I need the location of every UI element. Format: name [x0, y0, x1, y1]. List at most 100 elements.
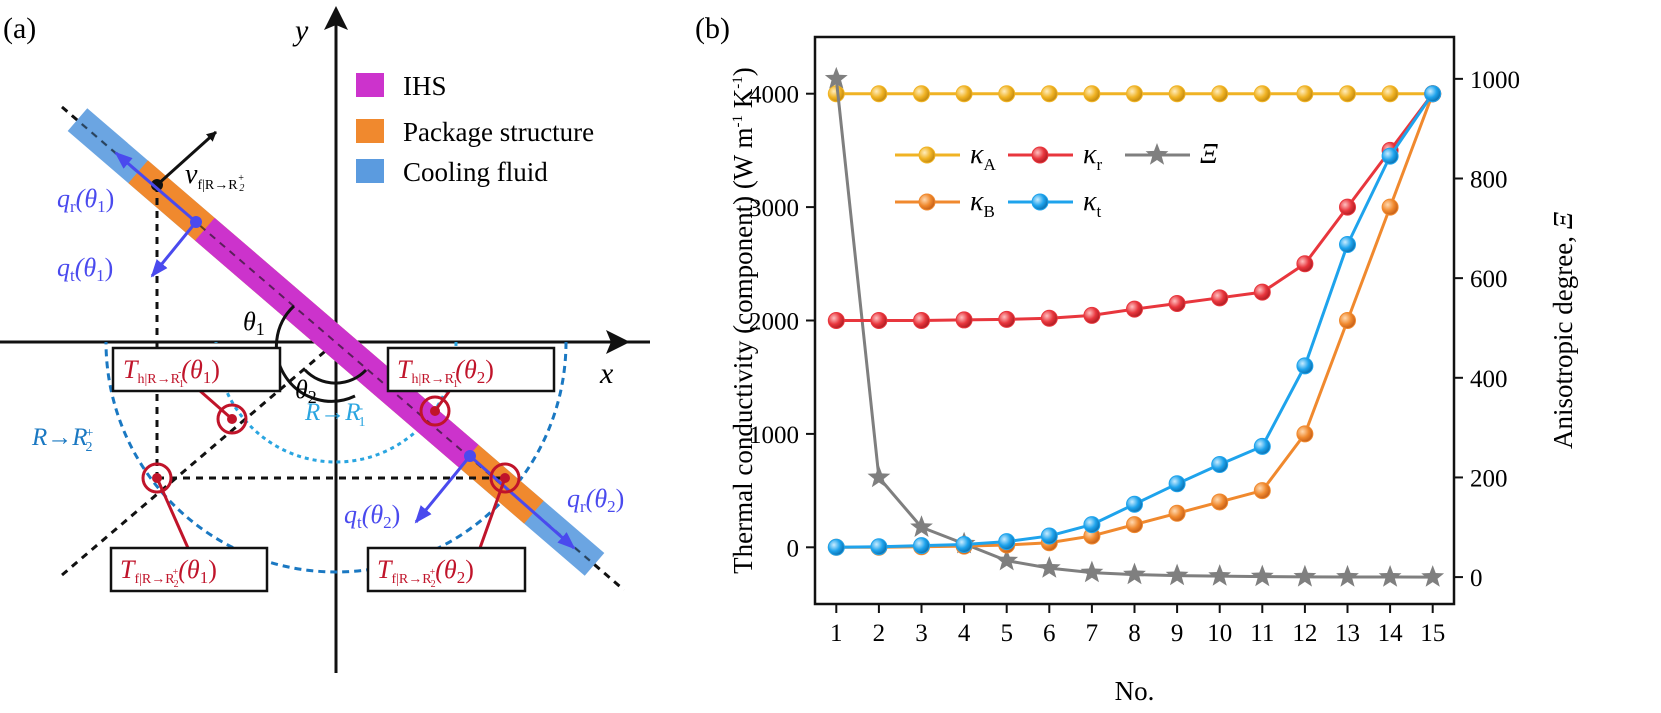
target-th1-icon — [216, 403, 248, 435]
point-kB — [1296, 425, 1314, 443]
box-tf1-frame — [109, 546, 269, 593]
point-kB — [1126, 516, 1143, 534]
box-th2-text: Th|R→R1-(θ2) — [397, 355, 494, 390]
legend-marker-kA — [918, 146, 936, 164]
point-xi — [1165, 563, 1189, 586]
panel-a: (a) x y θ1 θ2 vf| — [0, 6, 650, 673]
velocity-origin-dot — [151, 179, 163, 191]
point-kt — [1040, 527, 1058, 545]
target-tf1-icon — [141, 462, 173, 494]
x-tick-label: 2 — [873, 620, 886, 647]
y-tick-label: 1000 — [749, 422, 799, 449]
x-tick-label: 15 — [1420, 620, 1445, 647]
panel-b-label: (b) — [695, 12, 730, 45]
point-xi — [1080, 560, 1104, 583]
point-kA — [1168, 85, 1186, 103]
inner-dashed-arc — [214, 341, 458, 464]
x-tick-label: 14 — [1378, 620, 1404, 647]
point-kr — [1040, 309, 1058, 327]
legend-label-package: Package structure — [403, 117, 594, 147]
point-kt — [870, 538, 888, 556]
point-xi — [1208, 564, 1232, 586]
point-kA — [1296, 85, 1314, 103]
dot-th1 — [227, 414, 237, 424]
point-kr — [827, 312, 845, 329]
velocity-arrow-icon — [155, 130, 218, 187]
legend-label-kt: κt — [1083, 186, 1101, 221]
point-kr — [870, 312, 888, 329]
point-kA — [1381, 85, 1399, 103]
theta2-label: θ2 — [295, 375, 317, 407]
point-kr — [1296, 255, 1314, 273]
point-kr — [998, 310, 1016, 328]
point-xi — [1293, 564, 1317, 587]
point-kA — [913, 85, 930, 103]
dot-th2 — [430, 406, 440, 416]
point-kA — [1211, 85, 1229, 103]
point-kB — [1339, 312, 1356, 329]
legend-label-cooling: Cooling fluid — [403, 157, 548, 187]
target-dots — [152, 406, 510, 483]
box-th1-text: Th|R→R1-(θ1) — [123, 355, 220, 390]
point-kr — [955, 311, 973, 329]
inner-radius-label: R→R1- — [304, 399, 366, 430]
point-xi — [910, 515, 933, 537]
legend-swatch-package — [356, 119, 384, 143]
y-axis-title: Thermal conductivity (component) (W m-1 … — [728, 67, 758, 574]
point-kr — [913, 312, 930, 329]
point-kt — [827, 538, 845, 556]
point-kA — [1083, 85, 1101, 103]
point-xi — [1123, 562, 1146, 585]
point-kA — [998, 85, 1016, 103]
y-tick-label: 2000 — [749, 309, 799, 336]
theta1-label: θ1 — [243, 307, 265, 339]
dot-tf2 — [500, 473, 510, 483]
legend-label-ihs: IHS — [403, 71, 447, 101]
point-kt — [1211, 456, 1229, 474]
point-xi — [1336, 564, 1359, 587]
point-xi — [1378, 565, 1402, 587]
point-kt — [955, 535, 973, 553]
qt2-arrow-icon — [414, 455, 472, 524]
point-kA — [1126, 85, 1143, 103]
legend-marker-kr — [1031, 146, 1049, 164]
qt1-label: qt(θ1) — [57, 253, 113, 285]
point-xi — [1250, 564, 1274, 587]
box-tf1-text: Tf|R→R2+(θ1) — [120, 555, 217, 590]
point-kB — [1211, 493, 1229, 511]
point-xi — [867, 465, 891, 488]
box-th1-frame — [111, 346, 282, 393]
box-th2: Th|R→R1-(θ2) — [386, 346, 556, 393]
legend-label-kA: κA — [970, 139, 996, 174]
point-kr — [1339, 198, 1356, 216]
legend-marker-kB — [918, 193, 936, 211]
x-tick-label: 3 — [915, 620, 928, 647]
box-tf1: Tf|R→R2+(θ1) — [109, 546, 269, 593]
point-kt — [1126, 495, 1143, 513]
y2-tick-label: 200 — [1470, 465, 1508, 492]
point-kt — [1296, 357, 1314, 375]
point-xi — [1037, 556, 1061, 578]
y2-axis-title: Anisotropic degree, Ξ — [1548, 211, 1578, 449]
point-kA — [1040, 85, 1058, 103]
point-kA — [1253, 85, 1271, 103]
box-th1: Th|R→R1-(θ1) — [111, 346, 282, 393]
box-tf2-frame — [366, 546, 527, 593]
target-th2-icon — [419, 395, 451, 427]
legend-marker-xi — [1145, 143, 1169, 165]
point-kt — [1253, 437, 1271, 455]
x-axis-arrowhead-icon — [606, 330, 630, 354]
point-kB — [1381, 198, 1399, 216]
x-tick-label: 7 — [1086, 620, 1099, 647]
y-tick-label: 3000 — [749, 195, 799, 222]
point-kA — [1339, 85, 1356, 103]
y-tick-label: 0 — [787, 535, 800, 562]
point-kt — [1424, 85, 1442, 103]
outer-dashed-arc — [104, 341, 568, 574]
y2-tick-label: 1000 — [1470, 67, 1520, 94]
y-axis-arrowhead-icon — [324, 6, 348, 30]
box-tf2-text: Tf|R→R2+(θ2) — [377, 555, 474, 590]
x-axis-title: No. — [1115, 676, 1155, 706]
